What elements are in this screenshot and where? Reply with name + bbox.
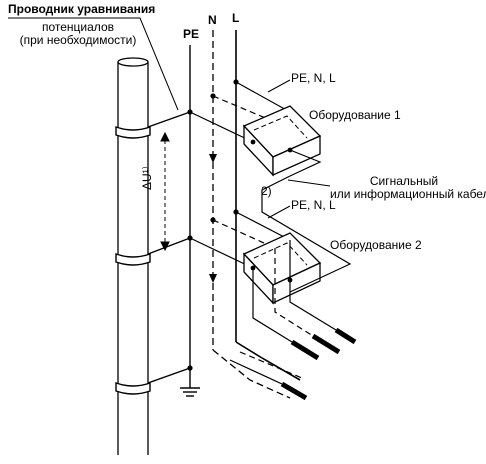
equipment-1-label: Оборудование 1 [309, 108, 401, 122]
signal-cable-label-line2: или информационный кабель [330, 187, 486, 201]
feeds-equipment-1 [189, 81, 291, 143]
outgoing-cables [229, 240, 337, 385]
delta-u-dimension [160, 131, 170, 252]
l-label: L [232, 11, 240, 25]
equipment-2-box [242, 232, 322, 305]
equipment-2-label: Оборудование 2 [330, 238, 422, 252]
pe-n-l-leaders [267, 79, 291, 219]
n-label: N [208, 13, 217, 27]
bonding-conductor-label-line2: потенциалов [41, 20, 114, 34]
n-conductor [212, 30, 291, 399]
pe-n-l-label-2: PE, N, L [291, 198, 336, 212]
feeds-equipment-2 [189, 211, 291, 269]
delta-u-label: ΔU¹⁾ [140, 166, 154, 190]
equipment-2-inner [253, 242, 308, 266]
bonding-leader [8, 17, 179, 111]
note-2-label: 2) [261, 184, 272, 198]
cable-ends [280, 327, 357, 401]
bonding-conductor-label-line3: (при необходимости) [19, 33, 137, 47]
signal-cable-leader [287, 179, 331, 187]
pe-conductor [147, 45, 200, 397]
equipment-1-box [242, 105, 322, 177]
pipe-clamps [115, 126, 151, 395]
pe-n-l-label-1: PE, N, L [291, 71, 336, 85]
n-arrows [209, 154, 217, 283]
signal-cable-label-line1: Сигнальный [369, 174, 439, 188]
signal-cable [261, 149, 352, 293]
bonding-conductor-label-line1: Проводник уравнивания [8, 2, 156, 16]
pe-label: PE [183, 27, 200, 41]
equipment-1-inner [253, 115, 308, 139]
